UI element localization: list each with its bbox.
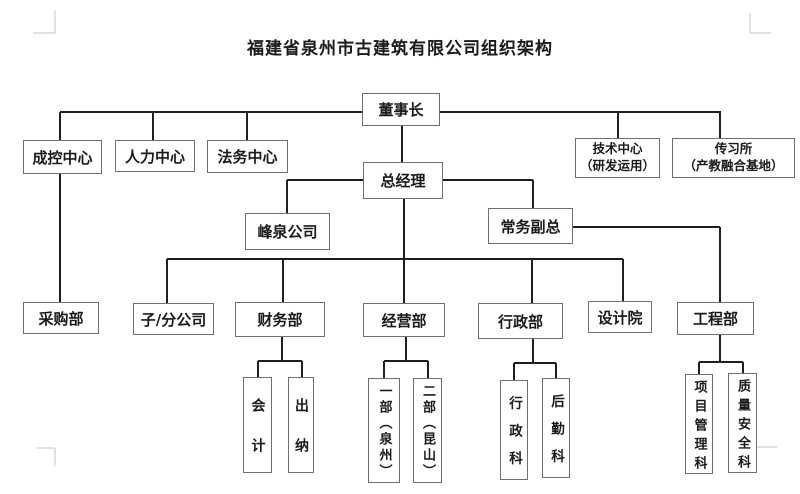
org-node-finance-dept: 财务部 bbox=[235, 302, 325, 337]
org-node-legal-center: 法务中心 bbox=[207, 140, 288, 173]
chart-title: 福建省泉州市古建筑有限公司组织架构 bbox=[247, 39, 553, 59]
org-node-fengquan-company: 峰泉公司 bbox=[245, 213, 330, 250]
org-node-cost-control-center: 成控中心 bbox=[23, 140, 102, 174]
org-node-logistics-section: 后勤科 bbox=[542, 378, 570, 478]
org-node-operations-dept: 经营部 bbox=[363, 303, 445, 337]
org-node-cashier: 出纳 bbox=[288, 377, 314, 478]
org-node-project-management-section: 项目管理科 bbox=[685, 374, 713, 475]
org-node-admin-dept: 行政部 bbox=[478, 303, 563, 339]
org-node-sublabel: （研发运用） bbox=[579, 158, 655, 173]
org-node-general-manager: 总经理 bbox=[363, 162, 443, 199]
org-node-training-institute: 传习所 （产教融合基地） bbox=[672, 138, 795, 178]
org-node-label: 传习所 bbox=[714, 141, 753, 157]
org-node-sublabel: （产教融合基地） bbox=[683, 158, 784, 173]
org-node-engineering-dept: 工程部 bbox=[677, 302, 754, 335]
org-node-tech-center: 技术中心 （研发运用） bbox=[575, 138, 660, 178]
org-node-label: 技术中心 bbox=[592, 141, 643, 157]
org-node-subsidiaries: 子/分公司 bbox=[133, 303, 214, 335]
org-node-procurement-dept: 采购部 bbox=[23, 302, 99, 334]
org-node-dept2-kunshan: 二部（昆山） bbox=[413, 378, 442, 483]
org-node-accounting: 会计 bbox=[243, 377, 272, 478]
org-node-dept1-quanzhou: 一部（泉州） bbox=[368, 378, 400, 483]
org-node-executive-deputy-gm: 常务副总 bbox=[488, 208, 573, 244]
org-node-chairman: 董事长 bbox=[362, 93, 440, 126]
org-node-admin-section: 行政科 bbox=[500, 380, 528, 480]
org-node-hr-center: 人力中心 bbox=[115, 140, 195, 172]
org-node-quality-safety-section: 质量安全科 bbox=[728, 373, 757, 474]
page-margin-marks bbox=[33, 10, 777, 466]
org-node-design-institute: 设计院 bbox=[588, 301, 652, 333]
